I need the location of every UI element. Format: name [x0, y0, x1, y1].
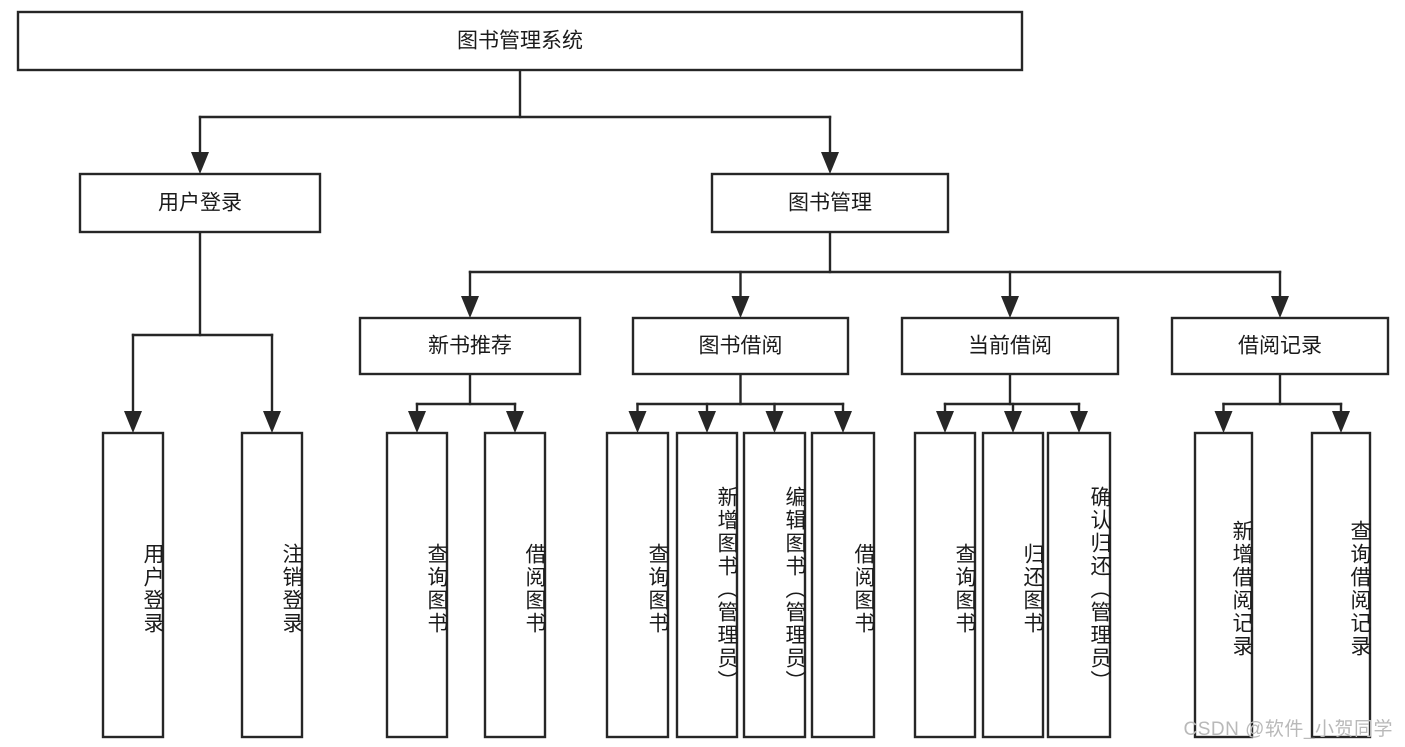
arrow-to-leaf-confirm-return	[1070, 411, 1088, 433]
connectors-layer	[124, 68, 1350, 433]
arrow-to-leaf-query-borrow-record	[1332, 411, 1350, 433]
boxes-layer	[16, 10, 1390, 739]
arrow-to-borrow-record	[1271, 296, 1289, 318]
node-label-root: 图书管理系统	[457, 30, 583, 53]
node-box-new-book-recommend[interactable]	[358, 316, 582, 376]
arrow-to-leaf-add-borrow-record	[1214, 411, 1233, 433]
arrow-to-book-management	[821, 152, 839, 174]
node-box-leaf-query-borrow-record[interactable]	[1310, 431, 1372, 739]
watermark: CSDN @软件_小贺同学	[1183, 719, 1393, 740]
arrow-to-leaf-user-logout	[263, 411, 281, 433]
node-label-book-borrow: 图书借阅	[699, 335, 783, 358]
node-label-user-login: 用户登录	[158, 192, 242, 215]
arrow-to-leaf-borrow-book-recommend	[506, 411, 524, 433]
node-box-leaf-user-logout[interactable]	[240, 431, 304, 739]
arrow-to-leaf-add-book	[698, 411, 716, 433]
node-box-leaf-return-book[interactable]	[981, 431, 1045, 739]
node-box-leaf-query-book-recommend[interactable]	[385, 431, 449, 739]
arrow-to-user-login	[191, 152, 209, 174]
node-box-leaf-add-borrow-record[interactable]	[1193, 431, 1254, 739]
node-box-leaf-query-book-borrow[interactable]	[605, 431, 670, 739]
node-box-book-management[interactable]	[710, 172, 950, 234]
node-box-leaf-confirm-return[interactable]	[1046, 431, 1112, 739]
node-box-root[interactable]	[16, 10, 1024, 72]
node-box-current-borrow[interactable]	[900, 316, 1120, 376]
node-box-leaf-borrow-book[interactable]	[810, 431, 876, 739]
node-box-borrow-record[interactable]	[1170, 316, 1390, 376]
node-box-leaf-add-book[interactable]	[675, 431, 739, 739]
arrow-to-leaf-query-book-recommend	[408, 411, 426, 433]
node-box-leaf-borrow-book-recommend[interactable]	[483, 431, 547, 739]
arrow-to-leaf-borrow-book	[834, 411, 852, 433]
arrow-to-leaf-return-book	[1004, 411, 1022, 433]
arrow-to-leaf-user-login	[124, 411, 142, 433]
node-box-book-borrow[interactable]	[631, 316, 850, 376]
node-label-book-management: 图书管理	[788, 192, 872, 215]
node-box-leaf-edit-book[interactable]	[742, 431, 807, 739]
arrow-to-leaf-edit-book	[765, 411, 784, 433]
node-box-leaf-user-login[interactable]	[101, 431, 165, 739]
arrow-to-current-borrow	[1001, 296, 1019, 318]
arrow-to-book-borrow	[731, 296, 750, 318]
arrow-to-leaf-query-book-borrow	[628, 411, 647, 433]
node-box-leaf-query-book-current[interactable]	[913, 431, 977, 739]
node-box-user-login[interactable]	[78, 172, 322, 234]
arrow-to-leaf-query-book-current	[936, 411, 954, 433]
arrow-to-new-book-recommend	[461, 296, 479, 318]
node-label-borrow-record: 借阅记录	[1238, 335, 1322, 358]
node-label-current-borrow: 当前借阅	[968, 335, 1052, 358]
node-label-new-book-recommend: 新书推荐	[428, 335, 512, 358]
